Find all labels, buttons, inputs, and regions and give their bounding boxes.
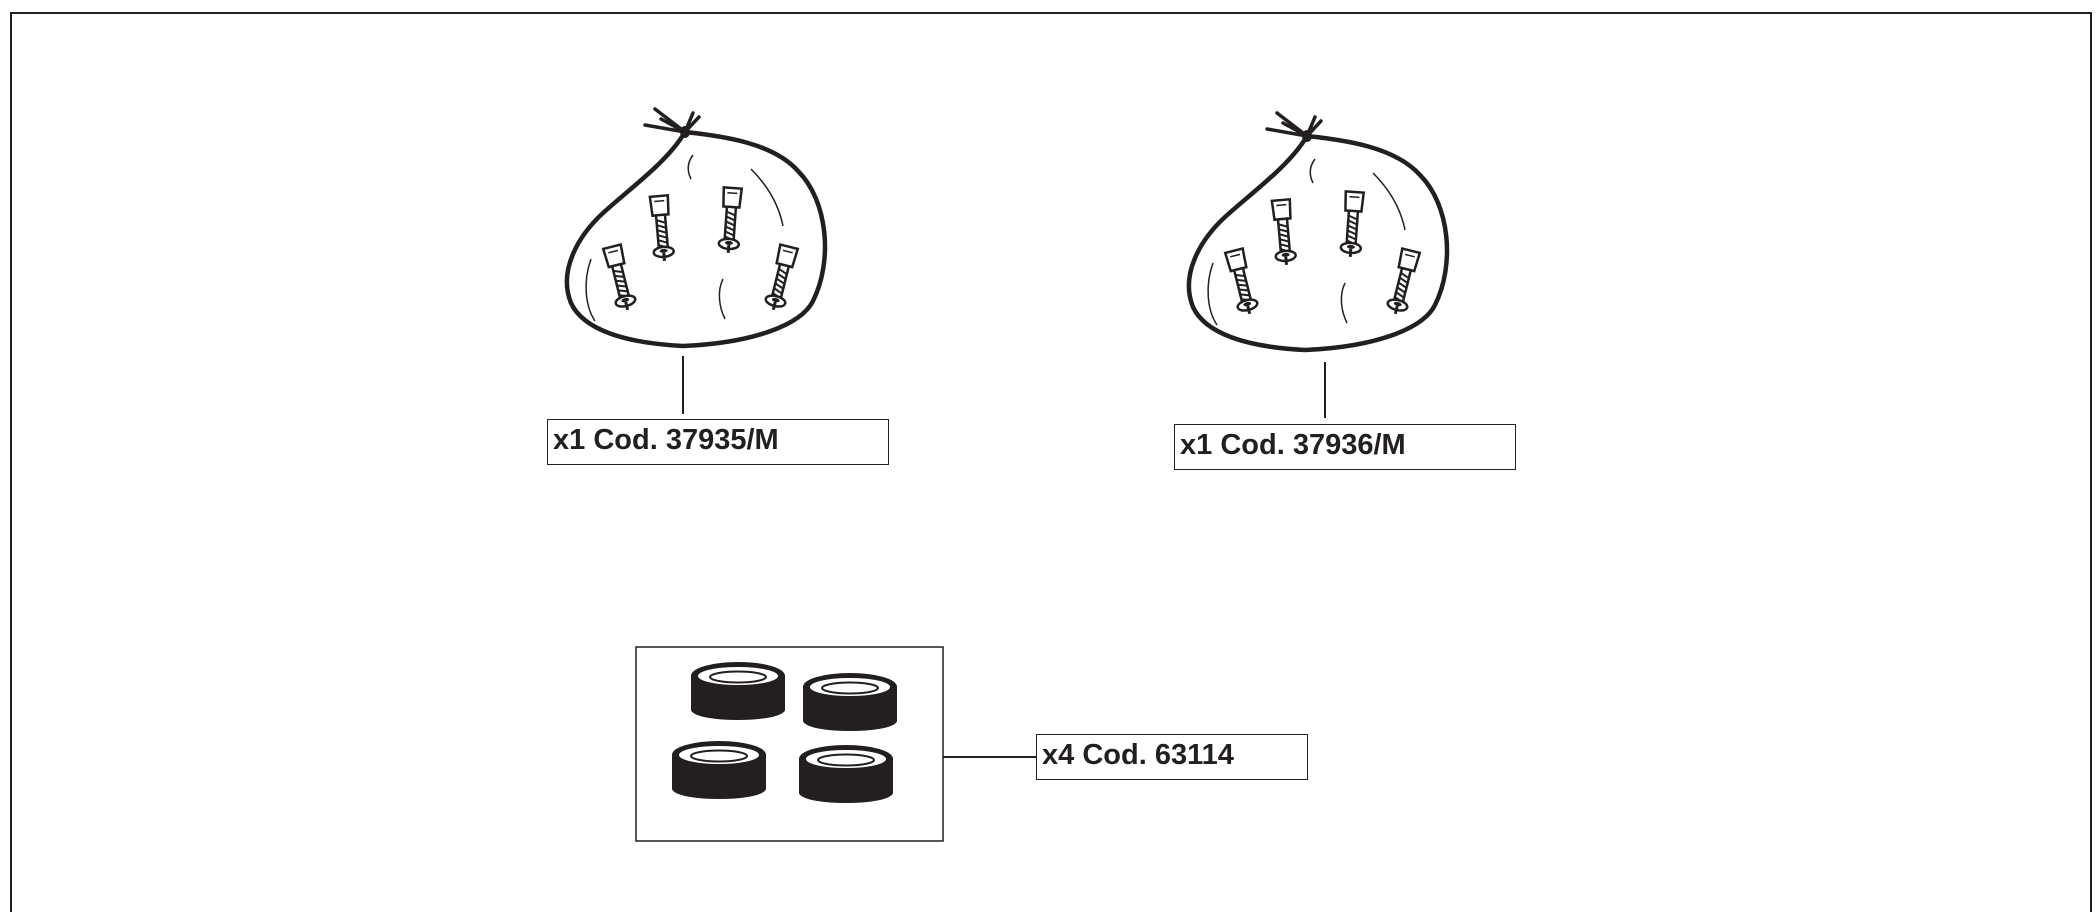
drawing-frame <box>10 12 2092 912</box>
rings-panel <box>635 646 944 842</box>
screw-bag-icon <box>1189 113 1447 350</box>
rubber-ring-icon <box>672 741 766 799</box>
rubber-ring-icon <box>803 673 897 731</box>
part-label: x4 Cod. 63114 <box>1036 734 1308 780</box>
screw-bag-icon <box>567 109 825 346</box>
rubber-ring-icon <box>799 745 893 803</box>
part-label: x1 Cod. 37936/M <box>1174 424 1516 470</box>
rubber-ring-icon <box>691 662 785 720</box>
part-label: x1 Cod. 37935/M <box>547 419 889 465</box>
